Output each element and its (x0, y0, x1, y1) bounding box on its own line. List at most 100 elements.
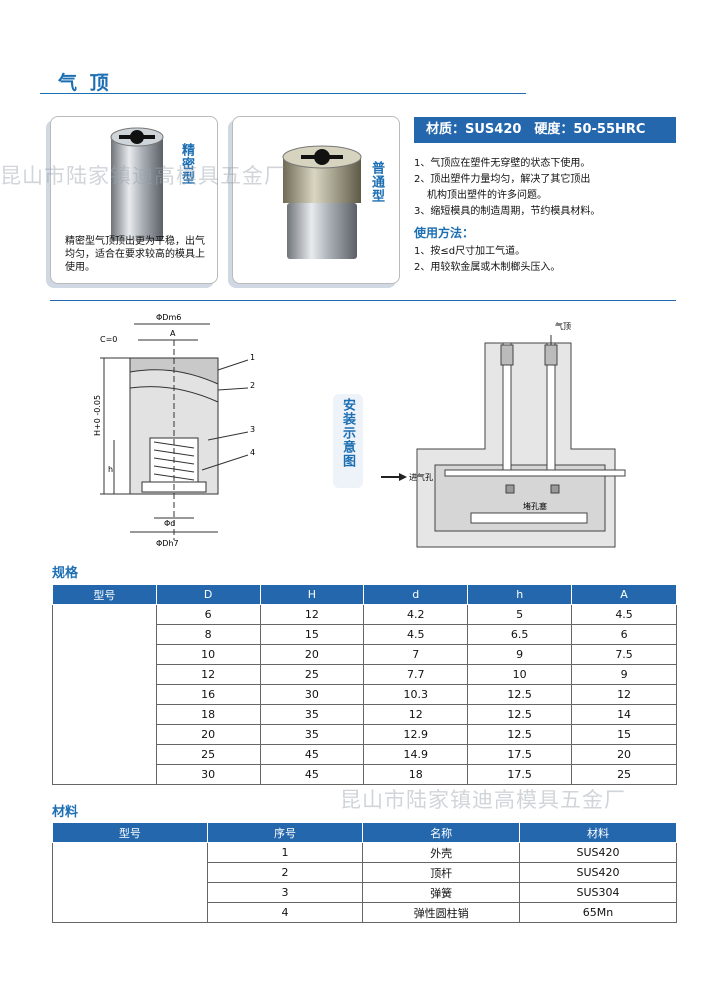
spec-header: D (155, 584, 261, 605)
feature-item: 1、气顶应在塑件无穿壁的状态下使用。 (414, 158, 591, 169)
standard-air-valve-image (282, 145, 362, 259)
table-cell: 18 (155, 704, 261, 725)
spec-header: H (259, 584, 365, 605)
table-cell: 7.7 (363, 664, 469, 685)
page-title: 气 顶 (58, 72, 112, 94)
table-cell: 20 (571, 744, 677, 765)
table-cell: 20 (259, 644, 365, 665)
table-cell: SUS304 (519, 882, 677, 903)
feature-item: 2、顶出塑件力量均匀，解决了其它顶出 (414, 174, 591, 185)
table-cell: 12.5 (467, 704, 573, 725)
table-cell: 10.3 (363, 684, 469, 705)
material-header: 材料 (519, 822, 677, 843)
table-cell: 17.5 (467, 764, 573, 785)
table-cell: 5 (467, 604, 573, 625)
model-cell (52, 842, 208, 923)
usage-item: 2、用较软金属或木制榔头压入。 (414, 262, 561, 273)
table-cell: 30 (155, 764, 261, 785)
table-cell: 7 (363, 644, 469, 665)
table-cell: 顶杆 (362, 862, 521, 883)
table-cell: 1 (206, 842, 364, 863)
precision-description: 精密型气顶顶出更为平稳，出气均匀，适合在要求较高的模具上使用。 (65, 236, 205, 273)
table-cell: 16 (155, 684, 261, 705)
feature-item: 机构顶出塑件的许多问题。 (427, 190, 547, 201)
table-cell: 20 (155, 724, 261, 745)
air-inlet-annotation: 进气孔 (409, 472, 433, 482)
table-cell: 外壳 (362, 842, 521, 863)
air-top-annotation: 气顶 (555, 321, 571, 331)
feature-list: 1、气顶应在塑件无穿壁的状态下使用。 2、顶出塑件力量均匀，解决了其它顶出 机构… (414, 156, 676, 220)
table-cell: 3 (206, 882, 364, 903)
precision-air-valve-image (110, 127, 164, 241)
precision-type-label: 精密型 (179, 143, 194, 185)
precision-product-card: 精密型 精密型气顶顶出更为平稳，出气均匀，适合在要求较高的模具上使用。 (50, 116, 218, 284)
table-cell: 35 (259, 724, 365, 745)
callout-1: 1 (250, 353, 255, 362)
dim-h: h (108, 465, 113, 474)
table-cell: 15 (259, 624, 365, 645)
table-cell: SUS420 (519, 862, 677, 883)
table-cell: 7.5 (571, 644, 677, 665)
table-cell: SUS420 (519, 842, 677, 863)
table-cell: 14 (571, 704, 677, 725)
dimension-drawing: ΦDm6 A C=0 H+0 -0.05 h Φd ΦDh7 1 2 3 4 (93, 313, 255, 548)
installation-diagram: 气顶 进气孔 堵孔塞 (381, 321, 626, 548)
dim-phiD: ΦDm6 (156, 313, 181, 322)
table-cell: 25 (571, 764, 677, 785)
table-cell: 30 (259, 684, 365, 705)
table-cell: 15 (571, 724, 677, 745)
standard-type-label: 普通型 (369, 161, 384, 203)
dim-H: H+0 -0.05 (93, 395, 102, 436)
table-cell: 4.5 (363, 624, 469, 645)
table-cell: 6 (155, 604, 261, 625)
watermark: 昆山市陆家镇迪高模具五金厂 (340, 788, 626, 812)
table-cell: 弹簧 (362, 882, 521, 903)
spec-header: h (467, 584, 573, 605)
table-cell: 12 (363, 704, 469, 725)
table-cell: 9 (467, 644, 573, 665)
watermark: 昆山市陆家镇迪高模具五金厂 (0, 164, 286, 188)
spec-heading: 规格 (52, 566, 79, 581)
material-heading: 材料 (52, 805, 79, 820)
material-header-row: 型号 序号 名称 材料 (52, 822, 677, 843)
callout-4: 4 (250, 448, 255, 457)
callout-2: 2 (250, 381, 255, 390)
table-cell: 17.5 (467, 744, 573, 765)
table-cell: 12.5 (467, 724, 573, 745)
material-header: 序号 (206, 822, 364, 843)
table-cell: 18 (363, 764, 469, 785)
dim-A: A (170, 329, 176, 338)
table-cell: 2 (206, 862, 364, 883)
table-cell: 25 (259, 664, 365, 685)
feature-item: 3、缩短模具的制造周期，节约模具材料。 (414, 206, 601, 217)
plug-annotation: 堵孔塞 (523, 501, 547, 511)
spec-header: A (571, 584, 677, 605)
table-cell: 25 (155, 744, 261, 765)
spec-header: 型号 (52, 584, 157, 605)
section-divider (50, 300, 676, 301)
usage-list: 1、按≤d尺寸加工气道。 2、用较软金属或木制榔头压入。 (414, 244, 676, 276)
title-rule (40, 93, 526, 94)
table-cell: 弹性圆柱销 (362, 902, 521, 923)
table-cell: 35 (259, 704, 365, 725)
table-cell: 8 (155, 624, 261, 645)
table-cell: 12 (259, 604, 365, 625)
material-header: 型号 (52, 822, 208, 843)
table-cell: 9 (571, 664, 677, 685)
table-cell: 45 (259, 744, 365, 765)
table-cell: 14.9 (363, 744, 469, 765)
table-cell: 45 (259, 764, 365, 785)
table-cell: 10 (467, 664, 573, 685)
material-header: 名称 (362, 822, 521, 843)
dim-phiD7: ΦDh7 (156, 539, 179, 548)
dim-c0: C=0 (100, 335, 117, 344)
